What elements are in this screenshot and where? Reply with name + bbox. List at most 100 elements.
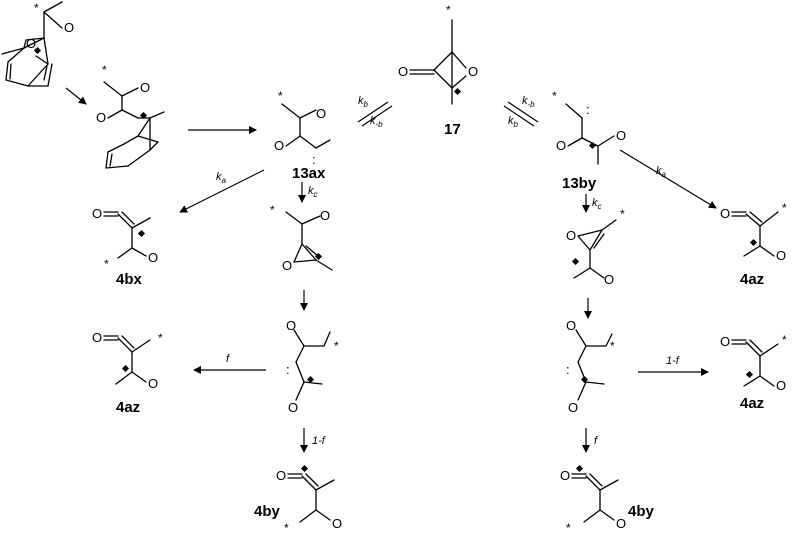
carbene-13ax-structure bbox=[281, 103, 331, 149]
arrow-to-dione-precursor bbox=[65, 87, 87, 105]
equilibrium-right-reverse bbox=[503, 105, 535, 127]
carbene-right-oxygen-2: O bbox=[568, 400, 578, 415]
ketene-4by-left-structure bbox=[287, 473, 335, 523]
rate-ka-right: ka bbox=[656, 165, 667, 179]
carbene-left-oxygen-1: O bbox=[286, 318, 296, 333]
equilibrium-left-reverse bbox=[361, 105, 393, 127]
precursor-epoxide-structure bbox=[1, 1, 63, 87]
oxirene-right-diamond bbox=[571, 257, 580, 266]
dione-precursor-star: * bbox=[102, 63, 107, 77]
label-13ax: 13ax bbox=[292, 165, 326, 182]
4az-top-star: * bbox=[782, 201, 787, 215]
4az-top-ketene-oxygen: O bbox=[720, 206, 730, 221]
arrow-13ax-to-4bx bbox=[179, 169, 265, 213]
4by-left-diamond bbox=[300, 464, 309, 473]
ketene-4az-top-structure bbox=[731, 211, 779, 257]
4bx-ketene-oxygen: O bbox=[92, 206, 102, 221]
label-13by: 13by bbox=[562, 175, 597, 192]
oxirene-right-structure bbox=[573, 219, 617, 279]
label-4bx: 4bx bbox=[116, 271, 143, 288]
carbene-right-star: * bbox=[610, 339, 615, 353]
13ax-star: * bbox=[278, 89, 283, 103]
4az-left-ketone-oxygen: O bbox=[148, 376, 158, 391]
4bx-diamond bbox=[137, 229, 146, 238]
carbene-left-middle-structure bbox=[293, 329, 331, 401]
oxirene-left-ring-oxygen: O bbox=[282, 258, 292, 273]
label-4by-left: 4by bbox=[254, 503, 281, 520]
rate-kb-right: kb bbox=[508, 115, 519, 129]
13by-oxygen-1: O bbox=[556, 138, 566, 153]
carbene-right-diamond bbox=[580, 375, 589, 384]
dione-precursor-oxygen-2: O bbox=[96, 110, 106, 125]
ketene-4az-left-structure bbox=[103, 335, 151, 385]
oxirene-left-structure bbox=[285, 211, 333, 271]
13by-diamond bbox=[588, 141, 597, 150]
4az-right-ketone-oxygen: O bbox=[776, 378, 786, 393]
oxirene-right-ring-oxygen: O bbox=[566, 228, 576, 243]
17-diamond bbox=[453, 87, 462, 96]
4az-right-diamond bbox=[745, 370, 754, 379]
rate-ka-left: ka bbox=[216, 171, 227, 185]
4az-top-ketone-oxygen: O bbox=[776, 248, 786, 263]
compound-17-structure bbox=[409, 19, 467, 105]
13by-oxygen-2: O bbox=[616, 128, 626, 143]
4by-left-ketone-oxygen: O bbox=[332, 516, 342, 531]
carbene-left-star: * bbox=[334, 339, 339, 353]
dione-precursor-structure bbox=[103, 81, 165, 169]
rate-f-right: f bbox=[594, 435, 598, 447]
arrow-13by-to-4az-top bbox=[619, 149, 717, 209]
rate-kc-right: kc bbox=[592, 197, 602, 211]
rate-kb-left: kb bbox=[358, 95, 369, 109]
4by-left-ketene-oxygen: O bbox=[276, 468, 286, 483]
equilibrium-right-forward bbox=[507, 101, 539, 123]
17-star: * bbox=[446, 3, 451, 17]
4az-left-star: * bbox=[158, 331, 163, 345]
4az-right-ketene-oxygen: O bbox=[720, 334, 730, 349]
dione-precursor-oxygen-1: O bbox=[140, 80, 150, 95]
label-4az-left: 4az bbox=[116, 399, 140, 416]
4bx-ketone-oxygen: O bbox=[148, 250, 158, 265]
carbene-left-dots: : bbox=[286, 362, 290, 377]
oxirene-right-star: * bbox=[620, 207, 625, 221]
precursor-ketone-oxygen: O bbox=[64, 20, 74, 35]
rate-f-left: f bbox=[226, 353, 230, 365]
equilibrium-left-forward bbox=[357, 101, 389, 123]
carbene-right-dots: : bbox=[566, 362, 570, 377]
4az-top-diamond bbox=[749, 238, 758, 247]
rate-1-f-right: 1-f bbox=[666, 355, 680, 367]
precursor-label-star: * bbox=[34, 1, 39, 15]
4by-right-star: * bbox=[566, 521, 571, 534]
13ax-oxygen-1: O bbox=[316, 106, 326, 121]
4by-left-star: * bbox=[284, 521, 289, 534]
rate-kc-left: kc bbox=[308, 185, 318, 199]
oxirene-left-ketone-oxygen: O bbox=[320, 208, 330, 223]
ketene-4az-right-structure bbox=[731, 339, 779, 387]
rate-k-minus-b-left: k-b bbox=[370, 115, 383, 129]
carbene-right-oxygen-1: O bbox=[566, 318, 576, 333]
ketene-4bx-structure bbox=[103, 211, 151, 259]
4az-left-diamond bbox=[121, 364, 130, 373]
dione-precursor-diamond bbox=[139, 111, 148, 120]
label-4az-right: 4az bbox=[740, 395, 764, 412]
4bx-star: * bbox=[104, 257, 109, 271]
4by-right-ketone-oxygen: O bbox=[616, 516, 626, 531]
label-17: 17 bbox=[444, 121, 461, 138]
4by-right-ketene-oxygen: O bbox=[560, 468, 570, 483]
rate-1-f-left: 1-f bbox=[312, 435, 326, 447]
13ax-carbene-dots: : bbox=[312, 152, 316, 167]
13by-star: * bbox=[552, 89, 557, 103]
rate-k-minus-b-right: k-b bbox=[522, 95, 535, 109]
13by-carbene-dots: : bbox=[586, 102, 590, 117]
ketene-4by-right-structure bbox=[571, 473, 619, 523]
oxirene-right-ketone-oxygen: O bbox=[604, 272, 614, 287]
4az-left-ketene-oxygen: O bbox=[92, 330, 102, 345]
label-4az-top: 4az bbox=[740, 271, 764, 288]
oxirene-left-star: * bbox=[270, 203, 275, 217]
label-4by-right: 4by bbox=[628, 503, 655, 520]
17-ring-oxygen: O bbox=[468, 64, 478, 79]
carbene-left-diamond bbox=[306, 375, 315, 384]
17-ketone-oxygen: O bbox=[398, 64, 408, 79]
carbene-left-oxygen-2: O bbox=[288, 400, 298, 415]
precursor-epoxide-ring-oxygen: O bbox=[26, 36, 36, 51]
13ax-oxygen-2: O bbox=[274, 138, 284, 153]
